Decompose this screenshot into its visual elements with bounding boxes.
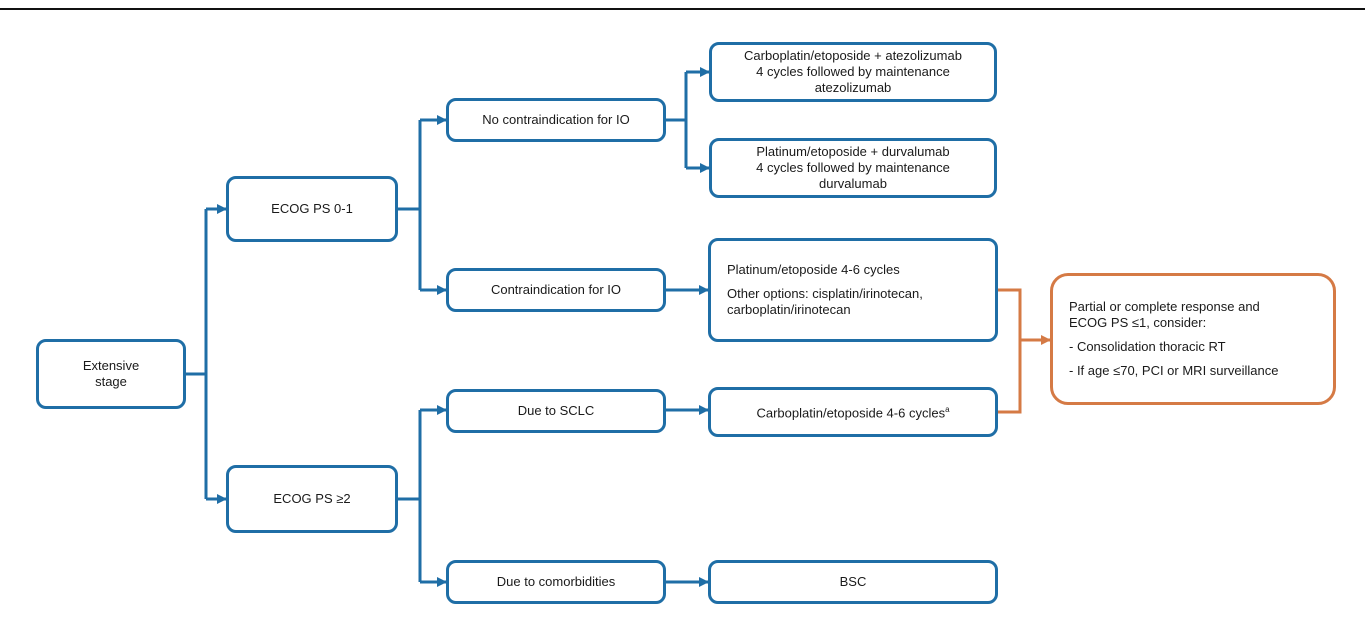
node-durvalumab-regimen: Platinum/etoposide + durvalumab 4 cycles… (709, 138, 997, 198)
node-due-to-comorbidities: Due to comorbidities (446, 560, 666, 604)
top-rule (0, 8, 1365, 10)
node-extensive-stage: Extensive stage (36, 339, 186, 409)
connector-ecog-2-split (398, 410, 422, 582)
node-durvalumab-line1: Platinum/etoposide + durvalumab (756, 144, 950, 159)
connector-extensive-to-ecog (186, 209, 208, 499)
node-platinum-line1: Platinum/etoposide 4-6 cycles (727, 262, 900, 277)
node-response-line3: - Consolidation thoracic RT (1069, 339, 1226, 354)
node-due-to-comorbidities-label: Due to comorbidities (496, 574, 616, 589)
node-response-line4: - If age ≤70, PCI or MRI surveillance (1069, 363, 1279, 378)
node-due-to-sclc: Due to SCLC (446, 389, 666, 433)
node-durvalumab-line3: durvalumab (819, 176, 887, 191)
connector-to-response (998, 288, 1022, 414)
node-platinum-etoposide: Platinum/etoposide 4-6 cycles Other opti… (708, 238, 998, 342)
node-platinum-line2: Other options: cisplatin/irinotecan, (727, 286, 923, 301)
node-contraindication-io: Contraindication for IO (446, 268, 666, 312)
node-ecog-ps-2: ECOG PS ≥2 (226, 465, 398, 533)
node-carboplatin-footnote: a (945, 405, 950, 415)
node-bsc: BSC (708, 560, 998, 604)
node-response-line1: Partial or complete response and (1069, 299, 1260, 314)
node-no-contraindication-io: No contraindication for IO (446, 98, 666, 142)
node-due-to-sclc-label: Due to SCLC (517, 403, 595, 418)
node-extensive-stage-line1: Extensive (82, 358, 140, 373)
node-no-contraindication-io-label: No contraindication for IO (482, 112, 630, 127)
node-atezolizumab-regimen: Carboplatin/etoposide + atezolizumab 4 c… (709, 42, 997, 102)
node-response-line2: ECOG PS ≤1, consider: (1069, 315, 1207, 330)
node-carboplatin-etoposide: Carboplatin/etoposide 4-6 cyclesa (708, 387, 998, 437)
node-ecog-ps-0-1: ECOG PS 0-1 (226, 176, 398, 242)
node-platinum-line3: carboplatin/irinotecan (727, 302, 851, 317)
node-ecog-ps-2-label: ECOG PS ≥2 (273, 491, 351, 506)
node-atezolizumab-line1: Carboplatin/etoposide + atezolizumab (744, 48, 962, 63)
node-carboplatin-label: Carboplatin/etoposide 4-6 cycles (756, 405, 946, 421)
node-extensive-stage-line2: stage (95, 374, 127, 389)
connector-no-contra-split (666, 72, 688, 168)
node-response-consideration: Partial or complete response and ECOG PS… (1050, 273, 1336, 405)
node-atezolizumab-line2: 4 cycles followed by maintenance (756, 64, 950, 79)
connector-ecog-0-1-split (398, 120, 422, 290)
node-bsc-label: BSC (839, 574, 867, 589)
node-durvalumab-line2: 4 cycles followed by maintenance (756, 160, 950, 175)
node-atezolizumab-line3: atezolizumab (814, 80, 892, 95)
node-ecog-ps-0-1-label: ECOG PS 0-1 (271, 201, 353, 216)
node-contraindication-io-label: Contraindication for IO (490, 282, 622, 297)
